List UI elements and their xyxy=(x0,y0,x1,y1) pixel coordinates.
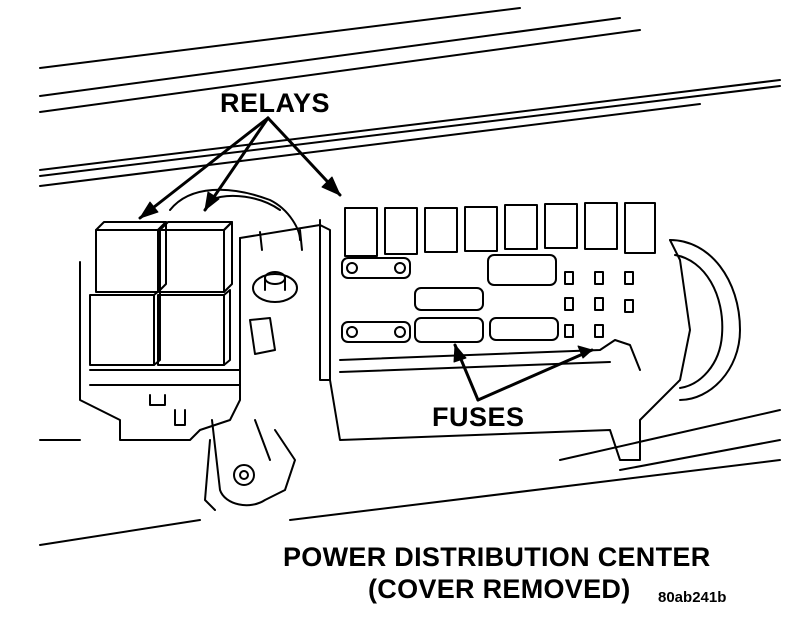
relay-bank-housing xyxy=(79,188,301,441)
relays-leader-arrows xyxy=(138,116,342,220)
fuse-array xyxy=(341,254,634,343)
fuse-block-housing xyxy=(319,219,741,461)
caption-title: POWER DISTRIBUTION CENTER xyxy=(283,542,711,572)
caption-subtitle: (COVER REMOVED) xyxy=(368,574,631,604)
fuses-leader-arrows xyxy=(453,343,594,402)
fuses-callout-label: FUSES xyxy=(432,402,525,432)
relay-row xyxy=(344,202,656,257)
center-stud-area xyxy=(204,224,331,511)
relays-callout-label: RELAYS xyxy=(220,88,331,118)
figure-id: 80ab241b xyxy=(658,589,727,606)
vehicle-body-lines xyxy=(39,7,781,546)
relay-cubes xyxy=(89,221,233,366)
